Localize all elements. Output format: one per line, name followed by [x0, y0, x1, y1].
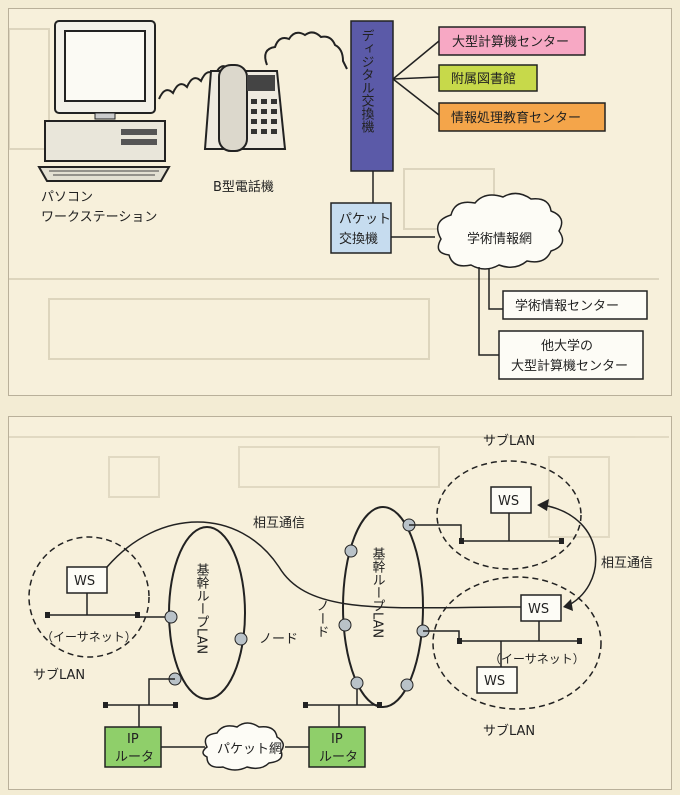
academic-center-label: 学術情報センター: [515, 298, 619, 314]
pc-workstation-icon: [37, 20, 171, 182]
dest-label-0: 大型計算機センター: [452, 34, 569, 50]
node-left-2: [234, 632, 248, 646]
packet-network-cloud: [202, 722, 284, 771]
ws-left-label: WS: [74, 574, 95, 589]
background-faint-lines: [9, 436, 669, 538]
ws-right-label: WS: [528, 602, 549, 617]
digital-exchange-label: ディジタル交換機: [359, 29, 375, 133]
phone-exchange-cable: [264, 31, 348, 70]
academic-center-box: [502, 290, 648, 320]
node-right-1: [344, 544, 358, 558]
top-panel: パソコン ワークステーション B型電話機 ディジタル交換機 大型計算機センター …: [8, 8, 672, 396]
mutual-comm-top-label: 相互通信: [253, 516, 305, 531]
mutual-comm-curve: [106, 521, 522, 609]
digital-exchange-box: [350, 20, 394, 172]
packet-network-label: パケット網: [217, 742, 282, 757]
router-left-label-1: IP: [127, 732, 139, 747]
sublan-bottom-right: [432, 576, 602, 710]
dest-box-0: [438, 26, 586, 56]
ws-left-box: [66, 566, 108, 594]
dest-label-2: 情報処理教育センター: [451, 110, 581, 126]
other-univ-label-1: 他大学の: [541, 338, 593, 354]
dest-box-1: [438, 64, 538, 92]
sublan-top-right: [436, 460, 582, 570]
ip-router-right: [308, 726, 366, 768]
ws-top-right-label: WS: [498, 494, 519, 509]
node-left-1: [164, 610, 178, 624]
background-faint-lines: [9, 28, 659, 360]
sublan-top-right-label: サブLAN: [483, 433, 535, 449]
ethernet-left-line: [47, 593, 139, 616]
ethernet-right-label: （イーサネット）: [489, 652, 585, 666]
other-univ-box: [498, 330, 644, 380]
academic-network-cloud: [436, 192, 564, 270]
sublan-left-circle: [28, 536, 150, 658]
b-type-phone-icon: [203, 64, 287, 152]
pc-label-1: パソコン: [41, 190, 93, 205]
destination-lines: [392, 40, 440, 116]
router-right-label-2: ルータ: [319, 750, 358, 765]
ethernet-left-label: （イーサネット）: [41, 630, 137, 644]
bottom-panel: WS （イーサネット） サブLAN 基幹ループLAN ノード IP ルータ パケ…: [8, 416, 672, 790]
ws-bottom-right-label: WS: [484, 674, 505, 689]
academic-network-label: 学術情報網: [467, 231, 532, 247]
node-right-2: [338, 618, 352, 632]
node-right-6: [350, 676, 364, 690]
router-left-label-2: ルータ: [115, 750, 154, 765]
academic-branches: [478, 267, 503, 356]
pc-label-2: ワークステーション: [41, 210, 157, 225]
node-right-label: ノード: [314, 599, 329, 638]
sublan-left-label: サブLAN: [33, 667, 85, 683]
ws-right-box: [520, 594, 562, 622]
other-univ-label-2: 大型計算機センター: [511, 358, 628, 374]
packet-exchange-label-2: 交換機: [339, 231, 378, 247]
packet-exchange-label-1: パケット: [339, 212, 391, 227]
sublan-bottom-right-label: サブLAN: [483, 723, 535, 739]
ws-bottom-right-box: [476, 666, 518, 694]
dest-box-2: [438, 102, 606, 132]
mutual-comm-right-arrow: [542, 504, 597, 608]
ws-top-right-box: [490, 486, 532, 514]
router-right-label-1: IP: [331, 732, 343, 747]
backbone-right-ellipse: [342, 506, 424, 708]
backbone-right-label: 基幹ループLAN: [370, 547, 386, 638]
node-left-label: ノード: [259, 632, 298, 647]
bottom-diagram: WS （イーサネット） サブLAN 基幹ループLAN ノード IP ルータ パケ…: [9, 433, 669, 771]
phone-label: B型電話機: [213, 179, 274, 195]
packet-exchange-box: [330, 202, 392, 254]
mutual-comm-right-label: 相互通信: [601, 556, 653, 571]
node-right-5: [400, 678, 414, 692]
dest-label-1: 附属図書館: [451, 72, 516, 87]
top-diagram: パソコン ワークステーション B型電話機 ディジタル交換機 大型計算機センター …: [9, 20, 659, 380]
backbone-left-label: 基幹ループLAN: [194, 563, 210, 654]
